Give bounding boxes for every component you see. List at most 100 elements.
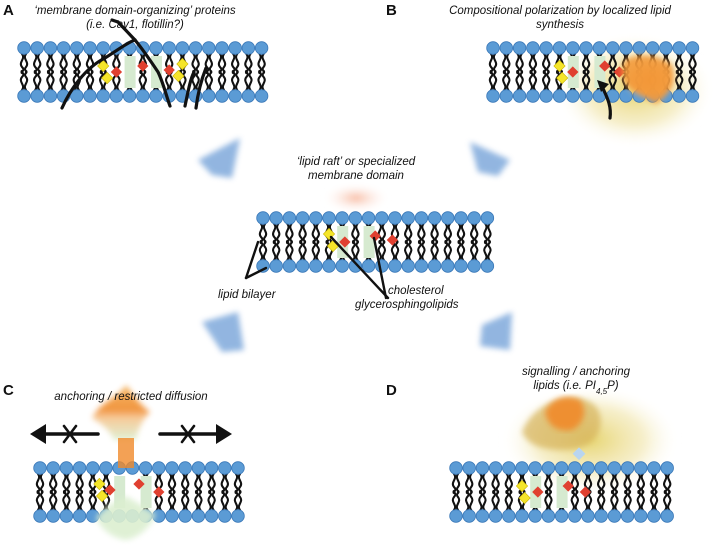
lipid-head <box>228 89 242 103</box>
glycerosphingolipid <box>339 236 351 248</box>
lipid-head <box>554 509 569 523</box>
lipid-tail <box>640 489 645 512</box>
lipid-head <box>539 41 553 55</box>
panel-b-letter: B <box>386 2 397 19</box>
lipid-tail <box>272 239 277 262</box>
lipid-tail <box>62 489 67 512</box>
lipid-tail <box>89 69 95 92</box>
pointer-lines <box>244 235 390 300</box>
lipid-head <box>568 509 582 523</box>
lipid-head <box>269 211 283 225</box>
lipid-head <box>83 89 97 103</box>
lipid-head <box>467 211 481 225</box>
lipid-head <box>660 461 674 475</box>
lipid-tail <box>185 489 190 512</box>
center-caption-1: ‘lipid raft’ or specialized <box>297 156 416 168</box>
lipid-tail <box>443 239 449 262</box>
lipid-head <box>136 89 150 103</box>
lipid-head <box>441 211 455 225</box>
lipid-head <box>660 509 674 523</box>
lipid-head <box>486 41 500 55</box>
lipid-head <box>552 41 567 55</box>
lipid-tail <box>581 69 587 92</box>
lipid-head <box>502 461 516 475</box>
lipid-head <box>72 509 87 523</box>
lipid-head <box>620 509 635 523</box>
lipid-head <box>388 259 402 273</box>
lipid-tail <box>542 69 547 92</box>
panel-d-caption-prefix: lipids (i.e. PI <box>533 380 596 392</box>
cholesterol <box>172 69 185 83</box>
lipid-head <box>59 461 74 475</box>
panel-c-letter: C <box>3 382 14 399</box>
lipid-tail <box>663 489 668 512</box>
lipid-head <box>202 41 216 55</box>
lipid-head <box>202 89 216 103</box>
lipid-tail <box>455 489 461 512</box>
lipid-tail <box>532 69 538 92</box>
domain-protein <box>114 476 126 508</box>
synthesis-enzyme <box>621 55 674 104</box>
lipid-head <box>645 41 660 55</box>
lipid-head <box>632 41 647 55</box>
lipid-head <box>512 41 527 55</box>
lipid-head <box>606 41 620 55</box>
panel-d-caption-sub: 4,5 <box>596 387 608 396</box>
lipid-head <box>46 509 60 523</box>
lipid-head <box>634 461 648 475</box>
domain-protein <box>556 476 568 508</box>
anchored-protein-top <box>92 385 150 440</box>
lipid-tail <box>33 69 38 92</box>
lipid-tail <box>434 239 439 262</box>
lipid-head <box>515 461 529 475</box>
lipid-head <box>149 41 163 55</box>
lipid-tail <box>574 489 579 512</box>
lipid-head <box>554 461 569 475</box>
lipid-tail <box>627 489 632 512</box>
lipid-tail <box>49 489 54 512</box>
lipid-tail <box>488 69 494 92</box>
lipid-tail <box>519 69 524 92</box>
lipid-head <box>348 259 363 273</box>
panel-b-caption-2: synthesis <box>536 19 584 31</box>
lipid-head <box>388 211 402 225</box>
label-lipid-bilayer: lipid bilayer <box>218 289 277 301</box>
lipid-tail <box>204 69 210 92</box>
lipid-head <box>488 461 503 475</box>
blue-arrows <box>198 138 512 352</box>
lipid-tail <box>244 69 249 92</box>
lipid-tail <box>614 489 619 512</box>
lipid-head <box>659 41 673 55</box>
cholesterol <box>95 489 109 503</box>
arrow-to-a <box>198 138 240 178</box>
lipid-tail <box>597 489 602 512</box>
lipid-head <box>70 41 84 55</box>
lipid-tail <box>75 489 81 512</box>
panel-a-letter: A <box>3 2 14 19</box>
lipid-head <box>191 509 206 523</box>
lipid-head <box>149 89 163 103</box>
lipid-head <box>414 259 429 273</box>
lipid-tail <box>79 489 84 512</box>
lipid-head <box>462 461 476 475</box>
lipid-tail <box>417 239 422 262</box>
membrane-center <box>256 211 495 273</box>
lipid-tail <box>257 69 263 92</box>
lipid-tail <box>506 69 511 92</box>
lipid-head <box>30 89 44 103</box>
lipid-head <box>165 509 179 523</box>
cholesterol <box>97 59 110 73</box>
lipid-tail <box>528 69 534 92</box>
lipid-head <box>607 509 622 523</box>
lipid-tail <box>66 489 71 512</box>
lipid-head <box>241 41 256 55</box>
lipid-tail <box>37 69 42 92</box>
lipid-head <box>467 259 481 273</box>
lipid-head <box>218 461 232 475</box>
glycerosphingolipid <box>386 234 399 246</box>
lipid-head <box>86 461 100 475</box>
lipid-tail <box>570 489 576 512</box>
lipid-head <box>191 461 206 475</box>
lipid-tail <box>198 489 203 512</box>
lipid-tail <box>208 69 213 92</box>
